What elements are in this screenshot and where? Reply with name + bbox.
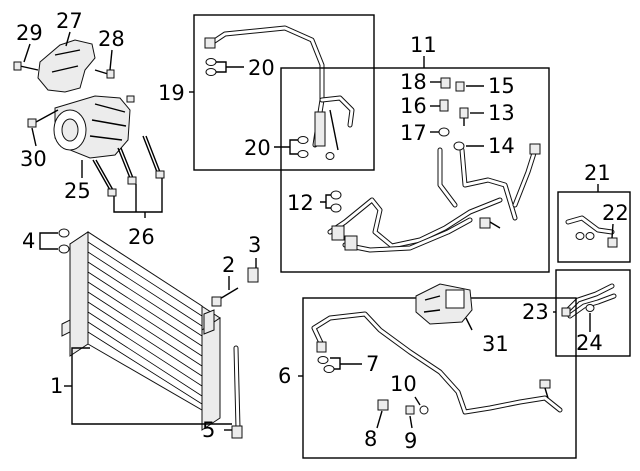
callout-numbers: 1 2 3 4 5 6 7 8 9 10 11 12 13 14 15 16 1… [16, 9, 629, 453]
callout-4: 4 [22, 229, 35, 253]
callout-29: 29 [16, 21, 43, 45]
seals-7[interactable] [317, 356, 335, 373]
hose-19[interactable] [204, 25, 355, 151]
callout-1: 1 [50, 374, 63, 398]
seals-20a[interactable] [205, 58, 217, 76]
condenser-fins [87, 241, 203, 405]
valve-16[interactable] [439, 99, 449, 112]
compressor-assembly[interactable] [37, 39, 131, 159]
callout-14: 14 [488, 134, 515, 158]
callout-17: 17 [400, 121, 427, 145]
hose-21[interactable] [565, 215, 615, 240]
washers-4[interactable] [58, 228, 70, 254]
manifold-lines-11[interactable] [327, 143, 541, 253]
bolts-26[interactable] [92, 95, 165, 197]
callout-19: 19 [158, 81, 185, 105]
oring-10[interactable] [419, 405, 429, 415]
callout-21: 21 [584, 161, 611, 185]
callout-30: 30 [20, 147, 47, 171]
callout-15: 15 [488, 74, 515, 98]
condenser[interactable] [61, 231, 221, 431]
oring-17[interactable] [438, 127, 450, 137]
leader-lines [23, 31, 614, 431]
cap-18[interactable] [440, 77, 451, 89]
callout-3: 3 [248, 233, 261, 257]
bolt-29[interactable] [13, 61, 39, 71]
callout-20a: 20 [248, 56, 275, 80]
callout-6: 6 [278, 364, 291, 388]
valve-8[interactable] [377, 399, 389, 411]
oring-14[interactable] [453, 141, 465, 151]
cap-9[interactable] [405, 405, 415, 415]
drier-tube-5[interactable] [231, 345, 243, 439]
callout-12: 12 [287, 191, 314, 215]
callout-2: 2 [222, 253, 235, 277]
callout-22: 22 [602, 201, 629, 225]
callout-25: 25 [64, 179, 91, 203]
callout-20b: 20 [244, 136, 271, 160]
callout-24: 24 [576, 331, 603, 355]
callout-23: 23 [522, 300, 549, 324]
callout-18: 18 [400, 70, 427, 94]
callout-13: 13 [488, 101, 515, 125]
callout-16: 16 [400, 94, 427, 118]
bolt-28[interactable] [94, 69, 115, 79]
seals-12[interactable] [330, 190, 342, 213]
bracket-3[interactable] [247, 267, 259, 283]
hose-23[interactable] [561, 283, 617, 319]
bolt-30[interactable] [27, 109, 59, 128]
bolt-2[interactable] [211, 287, 239, 307]
callout-11: 11 [410, 33, 437, 57]
box-23 [555, 269, 631, 357]
callout-9: 9 [404, 429, 417, 453]
callout-28: 28 [98, 27, 125, 51]
callout-27: 27 [56, 9, 83, 33]
module-31[interactable] [415, 283, 473, 325]
callout-26: 26 [128, 225, 155, 249]
hose-6[interactable] [311, 311, 563, 415]
callout-31: 31 [482, 332, 509, 356]
callout-8: 8 [364, 427, 377, 451]
nut-22[interactable] [607, 237, 618, 248]
callout-5: 5 [202, 418, 215, 442]
cap-15[interactable] [455, 81, 465, 92]
oring-24[interactable] [585, 304, 595, 312]
box-11 [280, 67, 550, 273]
callout-7: 7 [366, 352, 379, 376]
box-21 [557, 191, 631, 263]
switch-13[interactable] [459, 107, 469, 126]
callout-10: 10 [390, 372, 417, 396]
